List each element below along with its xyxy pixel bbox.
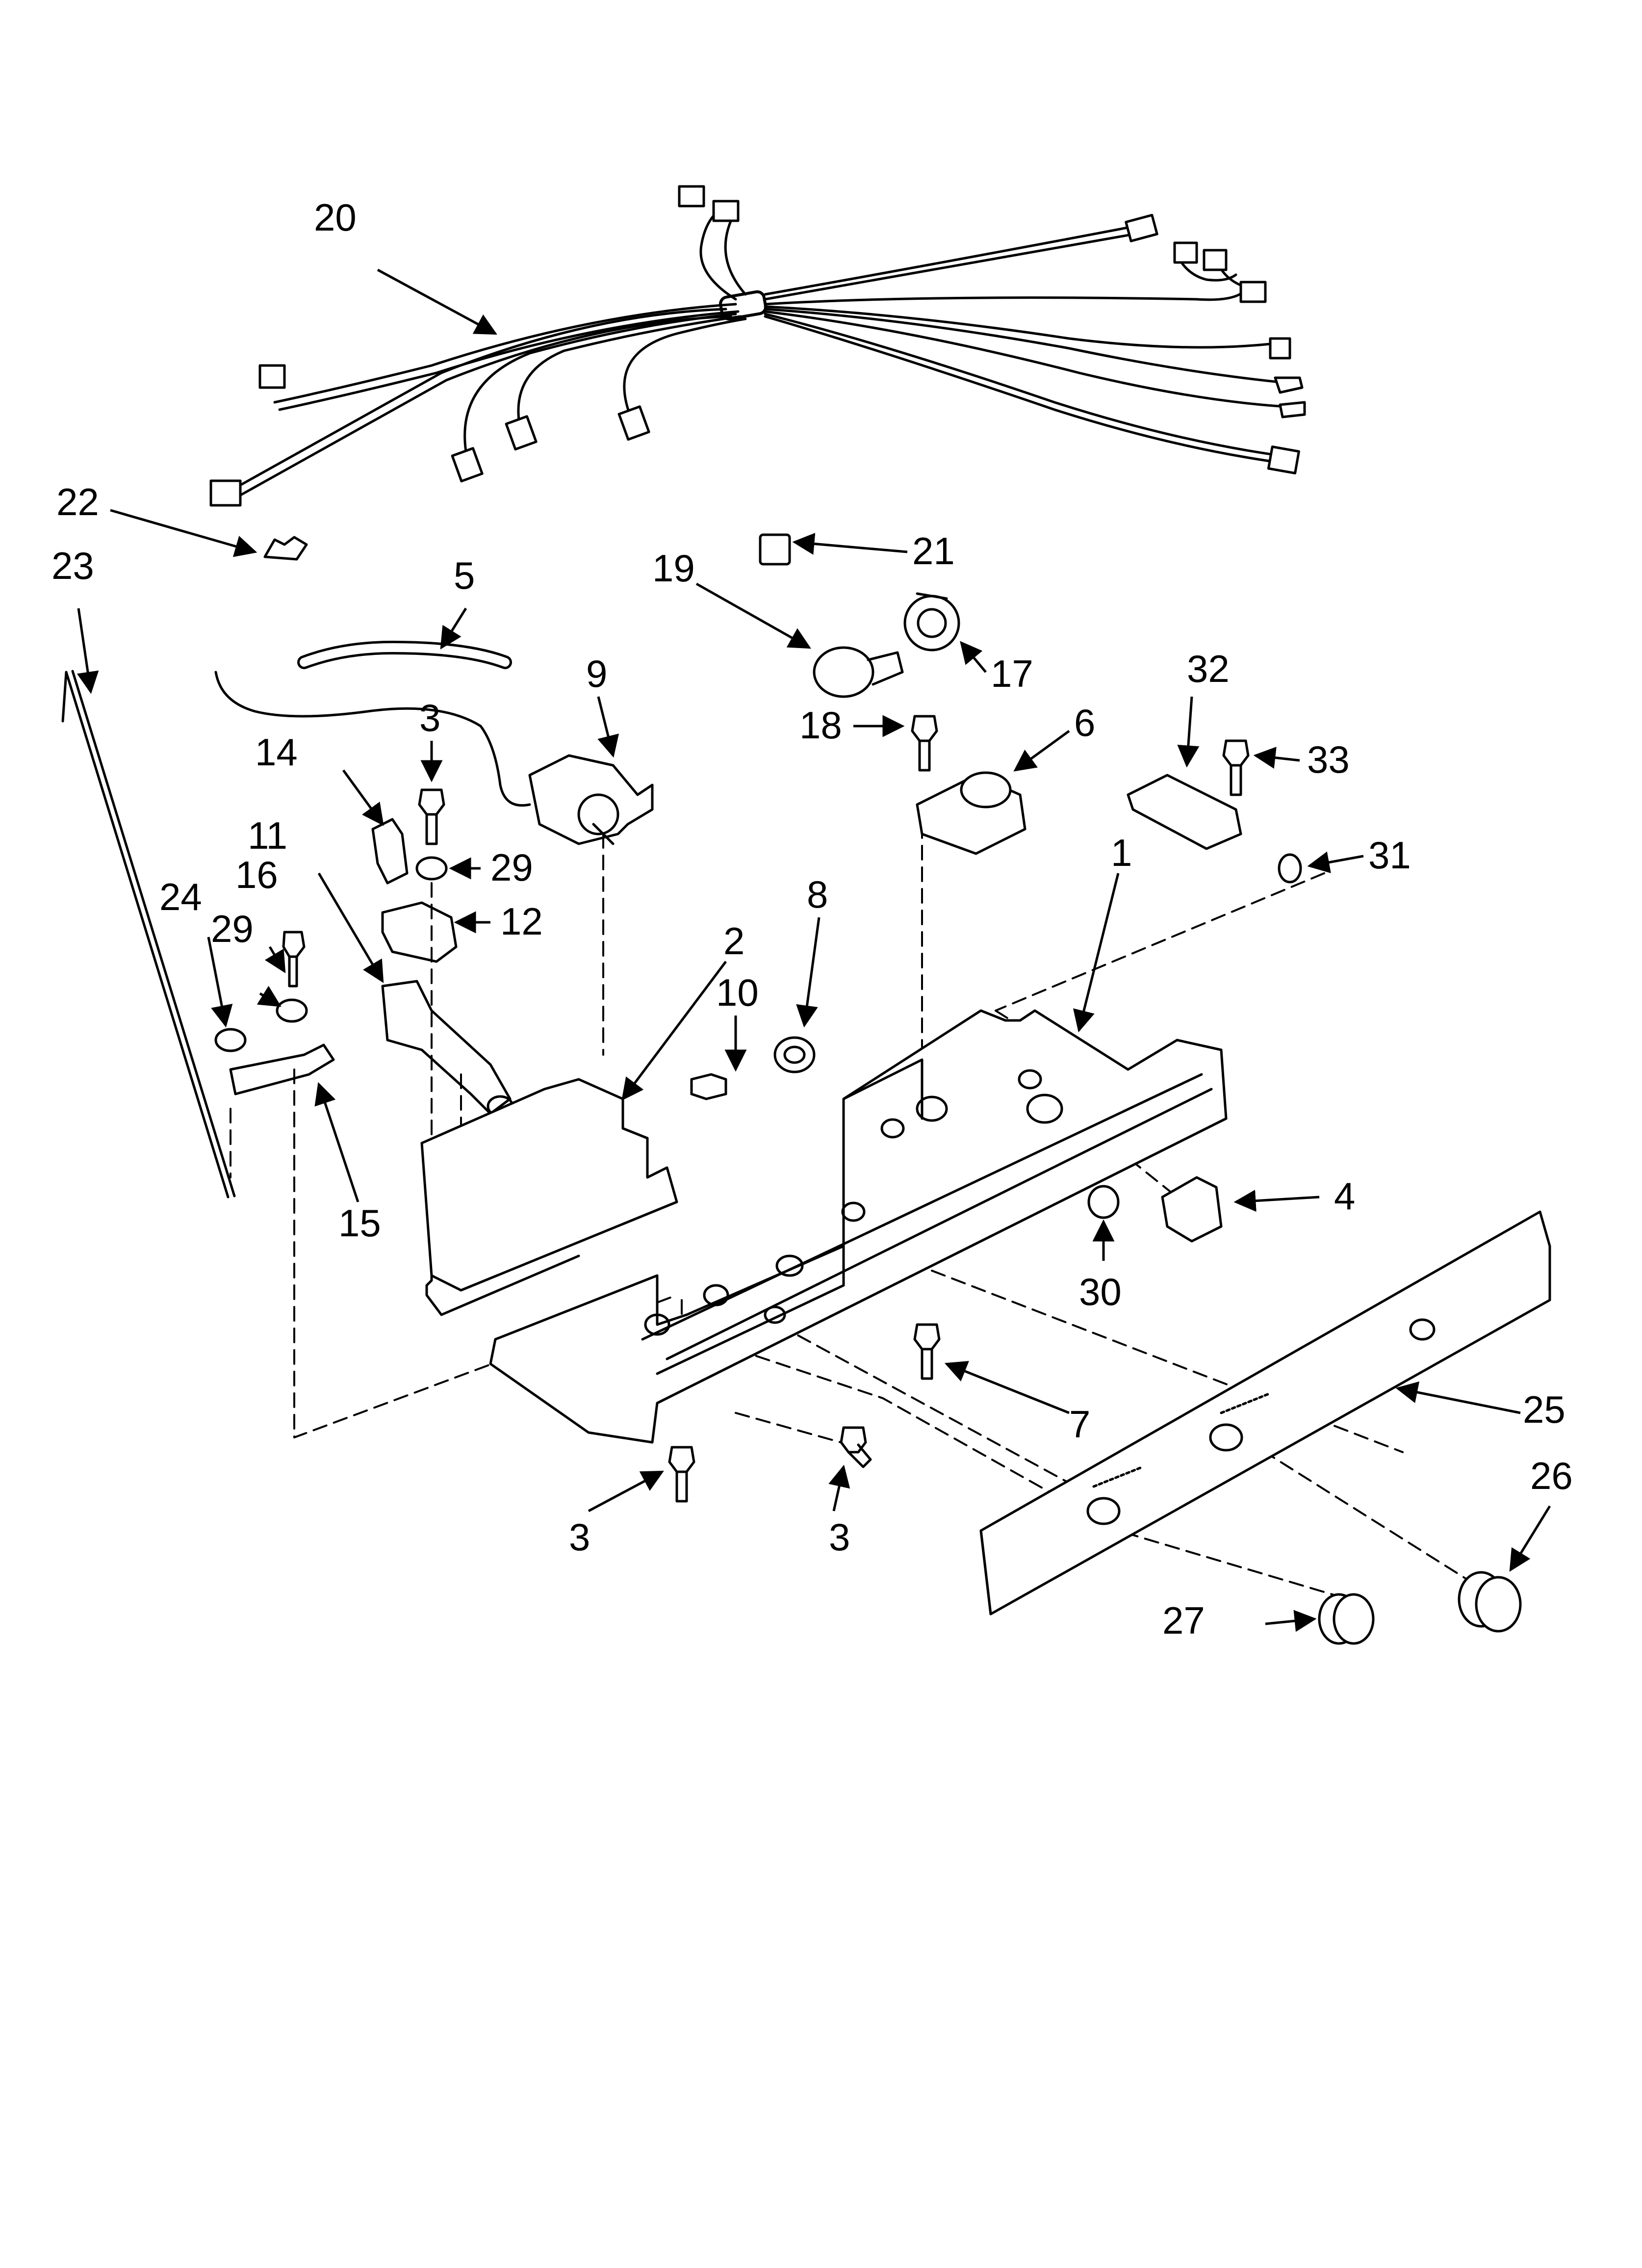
clip xyxy=(263,536,308,561)
bracket xyxy=(371,818,409,885)
cold-control xyxy=(528,754,654,845)
callout-3-left: 3 xyxy=(569,1515,590,1559)
callout-33: 33 xyxy=(1307,738,1350,781)
washer xyxy=(214,1028,247,1052)
screw xyxy=(418,788,445,845)
callout-17: 17 xyxy=(991,652,1033,695)
screw xyxy=(282,931,306,988)
knob-shaft xyxy=(381,980,514,1118)
callout-21: 21 xyxy=(912,529,955,573)
callout-6: 6 xyxy=(1074,701,1095,744)
callout-3-right: 3 xyxy=(829,1515,850,1559)
lever xyxy=(229,1043,335,1095)
button xyxy=(1087,1185,1120,1219)
callout-25: 25 xyxy=(1523,1388,1565,1431)
washer xyxy=(276,998,308,1023)
screw xyxy=(1222,739,1250,796)
screw xyxy=(840,1426,872,1468)
callout-19: 19 xyxy=(652,547,695,590)
spring-clip xyxy=(1278,853,1302,884)
callout-24: 24 xyxy=(159,875,202,918)
lamp-socket xyxy=(903,592,960,652)
mounting-bracket xyxy=(420,1078,678,1292)
screw xyxy=(690,1073,727,1100)
control-panel xyxy=(979,1210,1551,1616)
plug xyxy=(773,1036,816,1073)
screw xyxy=(913,1323,941,1380)
callout-8: 8 xyxy=(807,873,828,916)
callout-22: 22 xyxy=(56,480,99,523)
control-rod xyxy=(61,670,236,1199)
callout-4: 4 xyxy=(1334,1174,1355,1218)
callout-31: 31 xyxy=(1368,834,1411,877)
control-board xyxy=(1127,774,1242,850)
screw xyxy=(668,1446,695,1503)
callout-7: 7 xyxy=(1069,1403,1090,1446)
knob xyxy=(1318,1593,1375,1645)
capillary-tube xyxy=(214,671,531,807)
callout-14: 14 xyxy=(255,730,298,774)
washer xyxy=(415,856,448,881)
callout-20: 20 xyxy=(314,196,357,239)
callout-9: 9 xyxy=(586,652,607,695)
callout-11: 11 xyxy=(248,814,287,857)
light-switch xyxy=(1161,1176,1223,1243)
screw xyxy=(911,715,938,772)
callout-27: 27 xyxy=(1162,1599,1205,1642)
knob xyxy=(1458,1571,1522,1633)
callout-32: 32 xyxy=(1187,647,1230,690)
callout-12: 12 xyxy=(500,900,543,943)
wire-harness xyxy=(209,185,1306,507)
callout-18: 18 xyxy=(799,704,842,747)
callout-30: 30 xyxy=(1079,1270,1122,1313)
callout-1: 1 xyxy=(1111,831,1132,874)
callout-29-lower: 29 xyxy=(211,907,254,950)
callout-3-top: 3 xyxy=(419,696,440,739)
callout-2: 2 xyxy=(723,919,744,963)
callout-26: 26 xyxy=(1530,1454,1573,1497)
clamp xyxy=(381,901,458,963)
callout-29-upper: 29 xyxy=(490,846,533,889)
callout-23: 23 xyxy=(51,544,94,587)
socket-clip xyxy=(759,533,791,566)
callout-10: 10 xyxy=(716,971,759,1014)
light-bulb xyxy=(813,646,904,698)
callout-5: 5 xyxy=(454,554,475,597)
callout-15: 15 xyxy=(338,1201,381,1245)
control-housing xyxy=(489,1009,1228,1444)
callout-16: 16 xyxy=(235,853,278,896)
defrost-timer xyxy=(916,771,1026,855)
